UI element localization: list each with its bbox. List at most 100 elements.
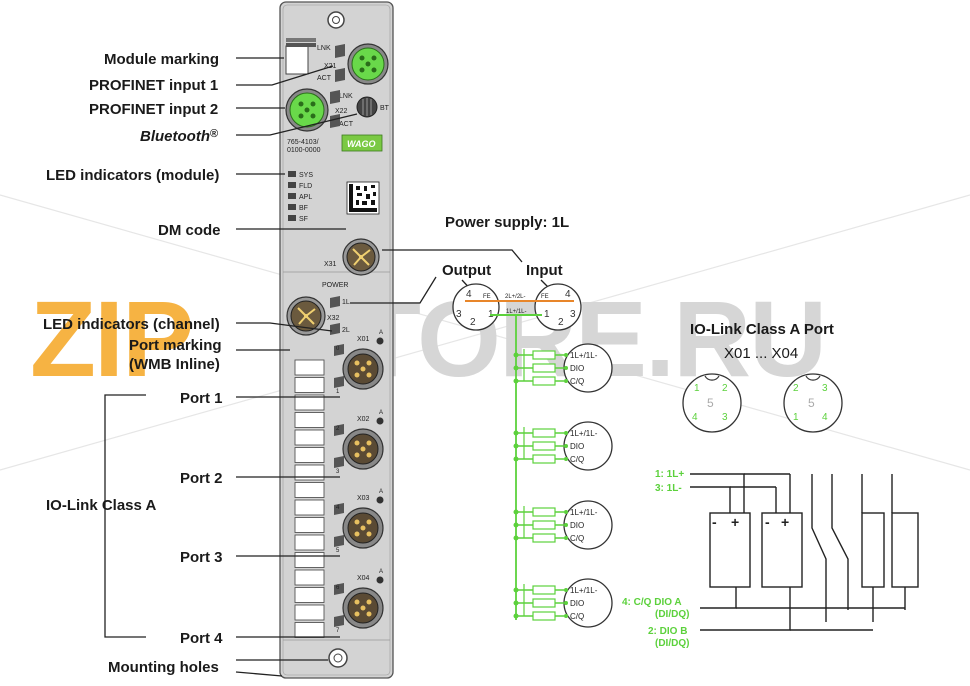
wmb-cell — [294, 569, 325, 586]
port-signal-label: 1L+/1L- — [570, 429, 598, 438]
wiring-example — [690, 473, 919, 631]
svg-text:1: 1 — [793, 412, 799, 423]
profinet-x22: LNK X22 ACT — [285, 88, 354, 132]
wmb-cell — [294, 412, 325, 428]
x02-pin-top: 2 — [336, 426, 340, 432]
svg-text:+: + — [781, 514, 789, 530]
port-wiring-group: 1L+/1L- DIO C/Q — [513, 343, 613, 393]
x31-label: X31 — [324, 261, 337, 268]
iolink-pinout-left: 1 2 5 4 3 — [682, 373, 742, 433]
port1-label: Port 1 — [180, 390, 223, 407]
svg-text:5: 5 — [707, 396, 714, 410]
svg-text:WAGO: WAGO — [347, 139, 376, 149]
port-x01: X01 A 0 1 — [334, 330, 384, 395]
mounting-holes-label: Mounting holes — [108, 659, 219, 676]
svg-text:2: 2 — [793, 383, 799, 394]
led-sf-label: SF — [299, 216, 308, 223]
svg-text:3: 3 — [456, 309, 462, 320]
x04-a-label: A — [379, 569, 383, 575]
port-signal-label: DIO — [570, 599, 584, 608]
port-wiring: 1L+/1L- DIO C/Q 1L+/1L- DIO C/Q 1L+/1L- DIO C/Q 1… — [513, 343, 613, 628]
wmb-cell — [294, 517, 325, 533]
iolink-port-title: IO-Link Class A Port — [690, 321, 834, 338]
port-wiring-group: 1L+/1L- DIO C/Q — [513, 578, 613, 628]
legend-dio-1: 2: DIO B — [648, 626, 687, 637]
port2-label: Port 2 — [180, 470, 223, 487]
legend-1lm: 3: 1L- — [655, 483, 682, 494]
profinet-x21: LNK X21 ACT — [317, 43, 389, 85]
watermark-zip: ZIP — [30, 278, 192, 399]
port3-label: Port 3 — [180, 549, 223, 566]
port-x03: X03 A 4 5 — [334, 489, 384, 554]
port4-label: Port 4 — [180, 630, 223, 647]
led-channel-label: LED indicators (channel) — [43, 316, 220, 333]
l2-label: 2L — [342, 327, 350, 334]
x02-pin-bot: 3 — [336, 469, 340, 475]
port-signal-label: DIO — [570, 364, 584, 373]
svg-text:4: 4 — [692, 412, 698, 423]
legend-cq-1: 4: C/Q DIO A — [622, 597, 682, 608]
led-fld-label: FLD — [299, 183, 312, 190]
svg-text:3: 3 — [822, 383, 828, 394]
power-input-connector: 4 FE 3 1 2 — [534, 283, 582, 331]
input-label: Input — [526, 262, 563, 279]
x01-pin-bot: 1 — [336, 389, 340, 395]
wmb-cell — [294, 587, 325, 603]
svg-text:2: 2 — [470, 317, 476, 328]
svg-text:-: - — [712, 514, 717, 530]
port-signal-label: DIO — [570, 521, 584, 530]
profinet-input2-label: PROFINET input 2 — [89, 101, 218, 118]
output-label: Output — [442, 262, 491, 279]
port-signal-label: 1L+/1L- — [570, 508, 598, 517]
wmb-cell — [294, 394, 325, 411]
module-marking — [285, 38, 316, 75]
x02-a-label: A — [379, 410, 383, 416]
x04-pin-bot: 7 — [336, 628, 340, 634]
bluetooth-label: Bluetooth® — [140, 128, 218, 145]
x03-label: X03 — [357, 495, 370, 502]
port-signal-label: C/Q — [570, 377, 584, 386]
port-signal-label: 1L+/1L- — [570, 351, 598, 360]
wmb-cell — [294, 429, 325, 446]
port-signal-label: 1L+/1L- — [570, 586, 598, 595]
left-callouts — [104, 57, 358, 677]
led-module-label: LED indicators (module) — [46, 167, 219, 184]
wmb-cell — [294, 464, 325, 481]
iolink-pinout-right: 2 3 5 1 4 — [783, 373, 843, 433]
led-apl-label: APL — [299, 194, 312, 201]
svg-text:FE: FE — [483, 294, 491, 300]
svg-text:5: 5 — [808, 396, 815, 410]
svg-text:+: + — [731, 514, 739, 530]
wmb-cell — [294, 447, 325, 463]
x02-label: X02 — [357, 416, 370, 423]
bus-1l-label: 1L+/1L- — [506, 309, 527, 315]
x04-pin-top: 6 — [336, 585, 340, 591]
x01-pin-top: 0 — [336, 346, 340, 352]
port-marking-label1: Port marking — [129, 337, 222, 354]
l1-label: 1L — [342, 299, 350, 306]
port-marking-label2: (WMB Inline) — [129, 356, 220, 373]
power-connector-x31: X31 POWER — [322, 238, 380, 289]
power-supply-label: Power supply: 1L — [445, 214, 569, 231]
part-number-line2: 0100-0000 — [287, 147, 321, 154]
x03-a-label: A — [379, 489, 383, 495]
power-label: POWER — [322, 282, 348, 289]
bus-2l-label: 2L+/2L- — [505, 294, 526, 300]
port-signal-label: C/Q — [570, 455, 584, 464]
wmb-cell — [294, 534, 325, 551]
svg-text:1: 1 — [694, 383, 700, 394]
module-marking-label: Module marking — [104, 51, 219, 68]
x01-label: X01 — [357, 336, 370, 343]
x32-label: X32 — [327, 315, 340, 322]
wmb-cell — [294, 377, 325, 393]
x22-lnk-label: LNK — [339, 93, 353, 100]
svg-text:3: 3 — [570, 309, 576, 320]
legend-1lp: 1: 1L+ — [655, 469, 684, 480]
iolink-class-label: IO-Link Class A — [46, 497, 156, 514]
port-signal-label: C/Q — [570, 612, 584, 621]
x22-label: X22 — [335, 108, 348, 115]
svg-text:3: 3 — [722, 412, 728, 423]
module-leds: SYS FLD APL BF SF — [288, 171, 313, 223]
x03-pin-bot: 5 — [336, 548, 340, 554]
